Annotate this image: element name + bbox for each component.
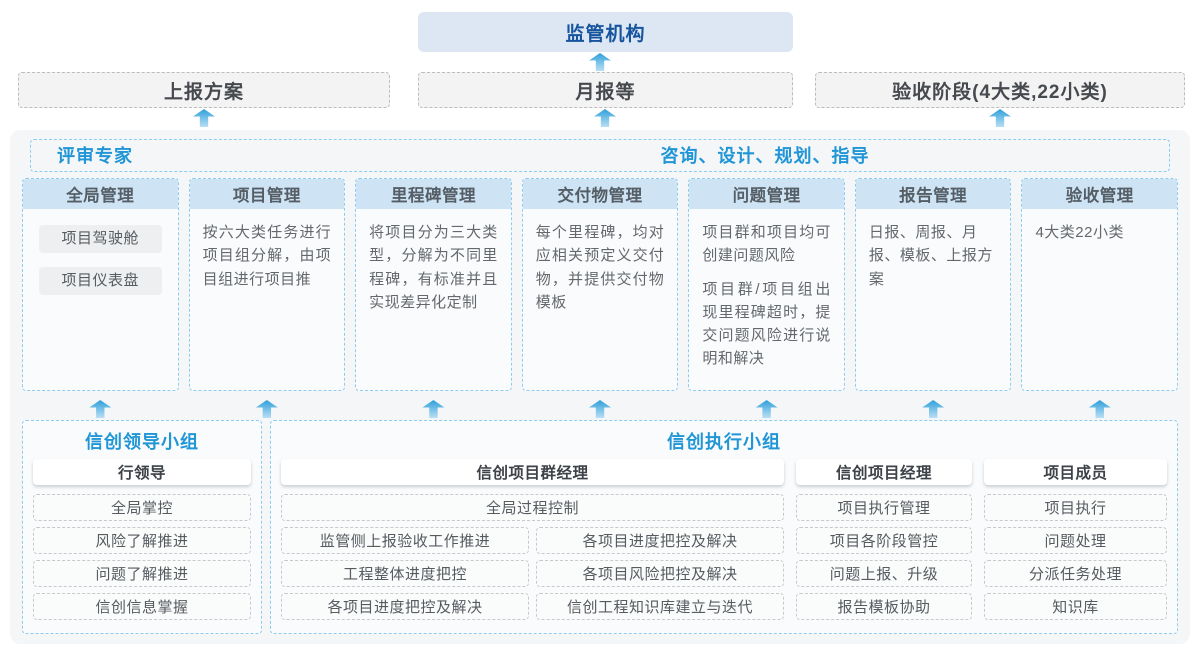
duty-item: 信创工程知识库建立与迭代 (536, 593, 784, 620)
groups-row: 信创领导小组 行领导 全局掌控 风险了解推进 问题了解推进 信创信息掌握 信创执… (22, 420, 1178, 634)
arrow-up-icon (594, 109, 616, 127)
regulator-node: 监管机构 (418, 12, 793, 52)
column-body: 项目群和项目均可创建问题风险 项目群/项目组出现里程碑超时，提交问题风险进行说明… (689, 209, 844, 379)
project-manager-column: 信创项目经理 项目执行管理 项目各阶段管控 问题上报、升级 报告模板协助 (796, 459, 972, 620)
regulator-label: 监管机构 (565, 23, 646, 45)
duty-item: 问题上报、升级 (796, 560, 972, 587)
role-bank-leadership: 行领导 (33, 459, 251, 485)
column-title: 全局管理 (23, 179, 178, 209)
expert-advisory-bar: 评审专家 咨询、设计、规划、指导 (30, 139, 1170, 172)
column-milestone-management: 里程碑管理 将项目分为三大类型，分解为不同里程碑，有标准并且实现差异化定制 (355, 178, 512, 391)
arrow-up-icon (1088, 400, 1111, 418)
project-member-column: 项目成员 项目执行 问题处理 分派任务处理 知识库 (984, 459, 1167, 620)
column-text: 项目群/项目组出现里程碑超时，提交问题风险进行说明和解决 (702, 280, 831, 368)
expert-label: 评审专家 (57, 146, 133, 166)
column-arrows-row (22, 398, 1178, 418)
column-body: 按六大类任务进行项目组分解，由项目组进行项目推 (190, 209, 345, 299)
column-title: 问题管理 (689, 179, 844, 209)
program-manager-duty-grid: 监管侧上报验收工作推进 各项目进度把控及解决 工程整体进度把控 各项目风险把控及… (281, 527, 784, 620)
arrow-up-icon (755, 400, 778, 418)
column-title: 报告管理 (855, 179, 1011, 209)
group-title: 信创领导小组 (85, 432, 199, 452)
arrow-up-icon (589, 53, 611, 71)
duty-item: 问题处理 (984, 527, 1167, 554)
duty-item: 全局掌控 (33, 494, 251, 521)
duty-item: 项目执行管理 (796, 494, 972, 521)
duty-item: 问题了解推进 (33, 560, 251, 587)
column-body: 每个里程碑，均对应相关预定义交付物，并提供交付物模板 (523, 209, 678, 322)
feature-pill: 项目驾驶舱 (39, 225, 162, 253)
duty-item: 项目各阶段管控 (796, 527, 972, 554)
duty-item: 各项目进度把控及解决 (536, 527, 784, 554)
platform-container: 评审专家 咨询、设计、规划、指导 全局管理 项目驾驶舱 项目仪表盘 项目管理 按… (10, 130, 1190, 644)
column-issue-management: 问题管理 项目群和项目均可创建问题风险 项目群/项目组出现里程碑超时，提交问题风… (688, 178, 845, 391)
arrow-up-icon (255, 400, 278, 418)
arrow-up-icon (922, 400, 945, 418)
duty-item: 报告模板协助 (796, 593, 972, 620)
program-manager-column: 信创项目群经理 全局过程控制 监管侧上报验收工作推进 各项目进度把控及解决 工程… (281, 459, 784, 620)
function-columns: 全局管理 项目驾驶舱 项目仪表盘 项目管理 按六大类任务进行项目组分解，由项目组… (22, 178, 1179, 391)
role-program-manager: 信创项目群经理 (281, 459, 784, 485)
column-project-management: 项目管理 按六大类任务进行项目组分解，由项目组进行项目推 (188, 178, 346, 391)
duty-item: 信创信息掌握 (33, 593, 251, 620)
column-body: 日报、周报、月报、模板、上报方案 (856, 209, 1011, 299)
arrow-up-icon (422, 400, 445, 418)
column-title: 里程碑管理 (356, 179, 511, 209)
column-report-management: 报告管理 日报、周报、月报、模板、上报方案 (854, 178, 1012, 391)
duty-item: 分派任务处理 (984, 560, 1167, 587)
duty-item: 各项目进度把控及解决 (281, 593, 529, 620)
arrow-up-icon (589, 400, 612, 418)
duty-item: 监管侧上报验收工作推进 (281, 527, 529, 554)
column-deliverable-management: 交付物管理 每个里程碑，均对应相关预定义交付物，并提供交付物模板 (521, 178, 679, 391)
duty-item: 风险了解推进 (33, 527, 251, 554)
leadership-group: 信创领导小组 行领导 全局掌控 风险了解推进 问题了解推进 信创信息掌握 (22, 420, 262, 634)
column-text: 按六大类任务进行项目组分解，由项目组进行项目推 (202, 224, 332, 288)
arrow-up-icon (989, 109, 1011, 127)
column-body: 4大类22小类 (1022, 209, 1177, 252)
output-label: 验收阶段(4大类,22小类) (892, 81, 1108, 103)
output-acceptance-stage: 验收阶段(4大类,22小类) (815, 72, 1185, 108)
duty-item: 全局过程控制 (281, 494, 784, 521)
column-body: 项目驾驶舱 项目仪表盘 (23, 209, 178, 323)
output-label: 上报方案 (163, 81, 244, 103)
feature-pill: 项目仪表盘 (39, 267, 162, 295)
duty-item: 工程整体进度把控 (281, 560, 529, 587)
column-text: 4大类22小类 (1035, 224, 1124, 241)
output-report-plan: 上报方案 (18, 72, 390, 108)
role-project-member: 项目成员 (984, 459, 1167, 485)
duty-item: 知识库 (984, 593, 1167, 620)
execution-group: 信创执行小组 信创项目群经理 全局过程控制 监管侧上报验收工作推进 各项目进度把… (270, 420, 1178, 634)
output-label: 月报等 (575, 81, 636, 103)
column-title: 验收管理 (1022, 179, 1178, 209)
duty-item: 各项目风险把控及解决 (536, 560, 784, 587)
arrow-up-icon (89, 400, 112, 418)
column-text: 日报、周报、月报、模板、上报方案 (868, 224, 993, 288)
column-text: 将项目分为三大类型，分解为不同里程碑，有标准并且实现差异化定制 (369, 224, 498, 311)
duty-item: 项目执行 (984, 494, 1167, 521)
column-title: 交付物管理 (522, 179, 678, 209)
column-acceptance-management: 验收管理 4大类22小类 (1021, 178, 1179, 391)
column-title: 项目管理 (189, 179, 345, 209)
column-text: 每个里程碑，均对应相关预定义交付物，并提供交付物模板 (535, 224, 665, 311)
output-monthly-report: 月报等 (418, 72, 793, 108)
column-body: 将项目分为三大类型，分解为不同里程碑，有标准并且实现差异化定制 (356, 209, 511, 322)
group-title: 信创执行小组 (667, 432, 781, 452)
arrow-up-icon (193, 109, 215, 127)
column-global-management: 全局管理 项目驾驶舱 项目仪表盘 (22, 178, 179, 391)
role-project-manager: 信创项目经理 (796, 459, 972, 485)
column-text: 项目群和项目均可创建问题风险 (702, 224, 831, 265)
advisory-label: 咨询、设计、规划、指导 (660, 146, 870, 166)
execution-subcolumns: 信创项目群经理 全局过程控制 监管侧上报验收工作推进 各项目进度把控及解决 工程… (281, 459, 1167, 620)
